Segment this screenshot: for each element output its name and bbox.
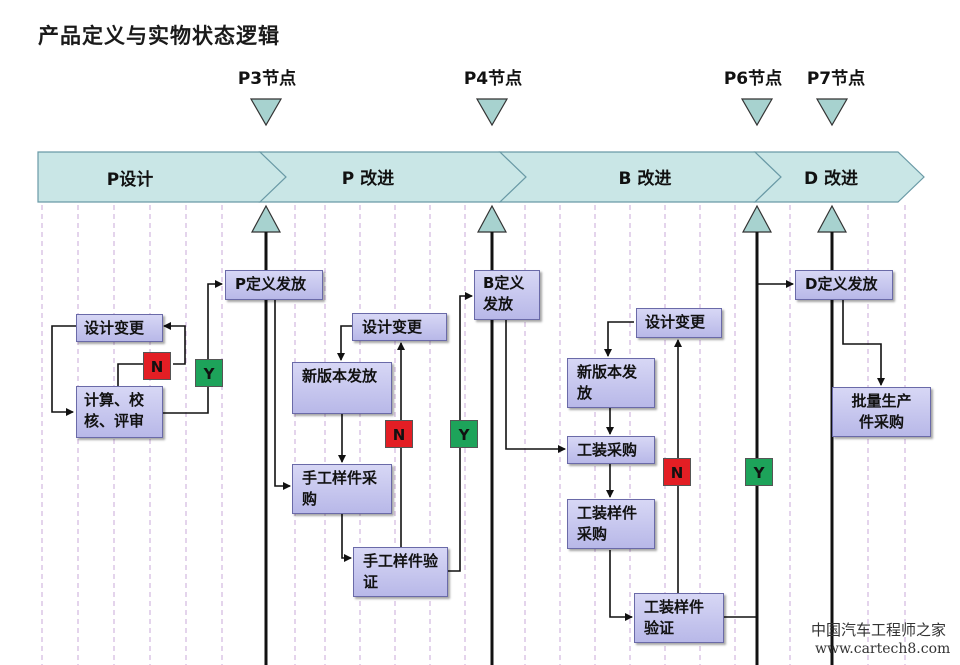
milestone-markers	[249, 98, 849, 127]
p7-gate	[816, 204, 848, 233]
new-version-box-1: 新版本发放	[292, 362, 392, 414]
phase-p-design-label: P设计	[106, 170, 154, 190]
p6-gate	[741, 204, 773, 233]
p7-marker	[815, 98, 849, 127]
no-decision-tag-1: N	[143, 352, 171, 380]
p6-marker	[740, 98, 774, 127]
phase-d-improve-label: D 改进	[803, 169, 859, 189]
p3-gate	[250, 204, 282, 233]
p-release-box: P定义发放	[225, 270, 323, 300]
hand-sample-verify-box: 手工样件验证	[353, 547, 448, 597]
calc-review-box: 计算、校核、评审	[76, 386, 163, 438]
milestone-p3-label: P3节点	[237, 69, 297, 89]
tooling-sample-purchase-box: 工装样件采购	[567, 499, 655, 549]
flow-connectors	[51, 280, 885, 621]
milestone-p6-label: P6节点	[723, 69, 783, 89]
b-release-box: B定义发放	[474, 270, 540, 320]
new-version-box-2: 新版本发放	[567, 358, 655, 408]
mass-production-purchase-box: 批量生产件采购	[832, 387, 931, 437]
page-title: 产品定义与实物状态逻辑	[38, 24, 280, 48]
watermark-text: 中国汽车工程师之家	[811, 621, 947, 639]
no-decision-tag-3: N	[663, 458, 691, 486]
design-change-box-3: 设计变更	[636, 308, 722, 338]
phase-d-improve	[753, 151, 925, 203]
yes-decision-tag-2: Y	[450, 420, 478, 448]
p3-marker	[249, 98, 283, 127]
design-change-box-2: 设计变更	[352, 313, 447, 341]
watermark-url: www.cartech8.com	[815, 641, 951, 657]
milestone-gates	[250, 204, 848, 233]
yes-decision-tag-3: Y	[745, 458, 773, 486]
p4-marker	[475, 98, 509, 127]
milestone-p7-label: P7节点	[806, 69, 866, 89]
phase-p-improve-label: P 改进	[341, 169, 395, 189]
yes-decision-tag-1: Y	[195, 359, 223, 387]
d-release-box: D定义发放	[795, 270, 893, 300]
p4-gate	[476, 204, 508, 233]
tooling-purchase-box: 工装采购	[567, 436, 655, 464]
phase-bar	[37, 151, 925, 203]
milestone-p4-label: P4节点	[463, 69, 523, 89]
milestone-lines	[264, 232, 834, 665]
phase-b-improve-label: B 改进	[618, 169, 672, 189]
design-change-box-1: 设计变更	[76, 314, 163, 342]
tooling-sample-verify-box: 工装样件验证	[634, 593, 724, 643]
no-decision-tag-2: N	[385, 420, 413, 448]
hand-sample-purchase-box: 手工样件采购	[292, 464, 392, 514]
